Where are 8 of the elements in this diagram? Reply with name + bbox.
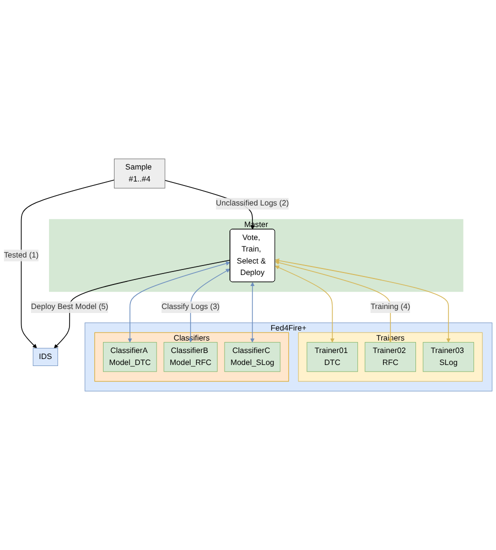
arrow bbox=[128, 261, 230, 343]
arrow bbox=[275, 260, 393, 343]
arrow bbox=[275, 258, 451, 343]
arrow bbox=[250, 282, 255, 343]
arrow bbox=[20, 180, 115, 348]
arrow bbox=[275, 266, 334, 343]
arrow bbox=[188, 268, 230, 343]
arrow bbox=[54, 260, 231, 348]
